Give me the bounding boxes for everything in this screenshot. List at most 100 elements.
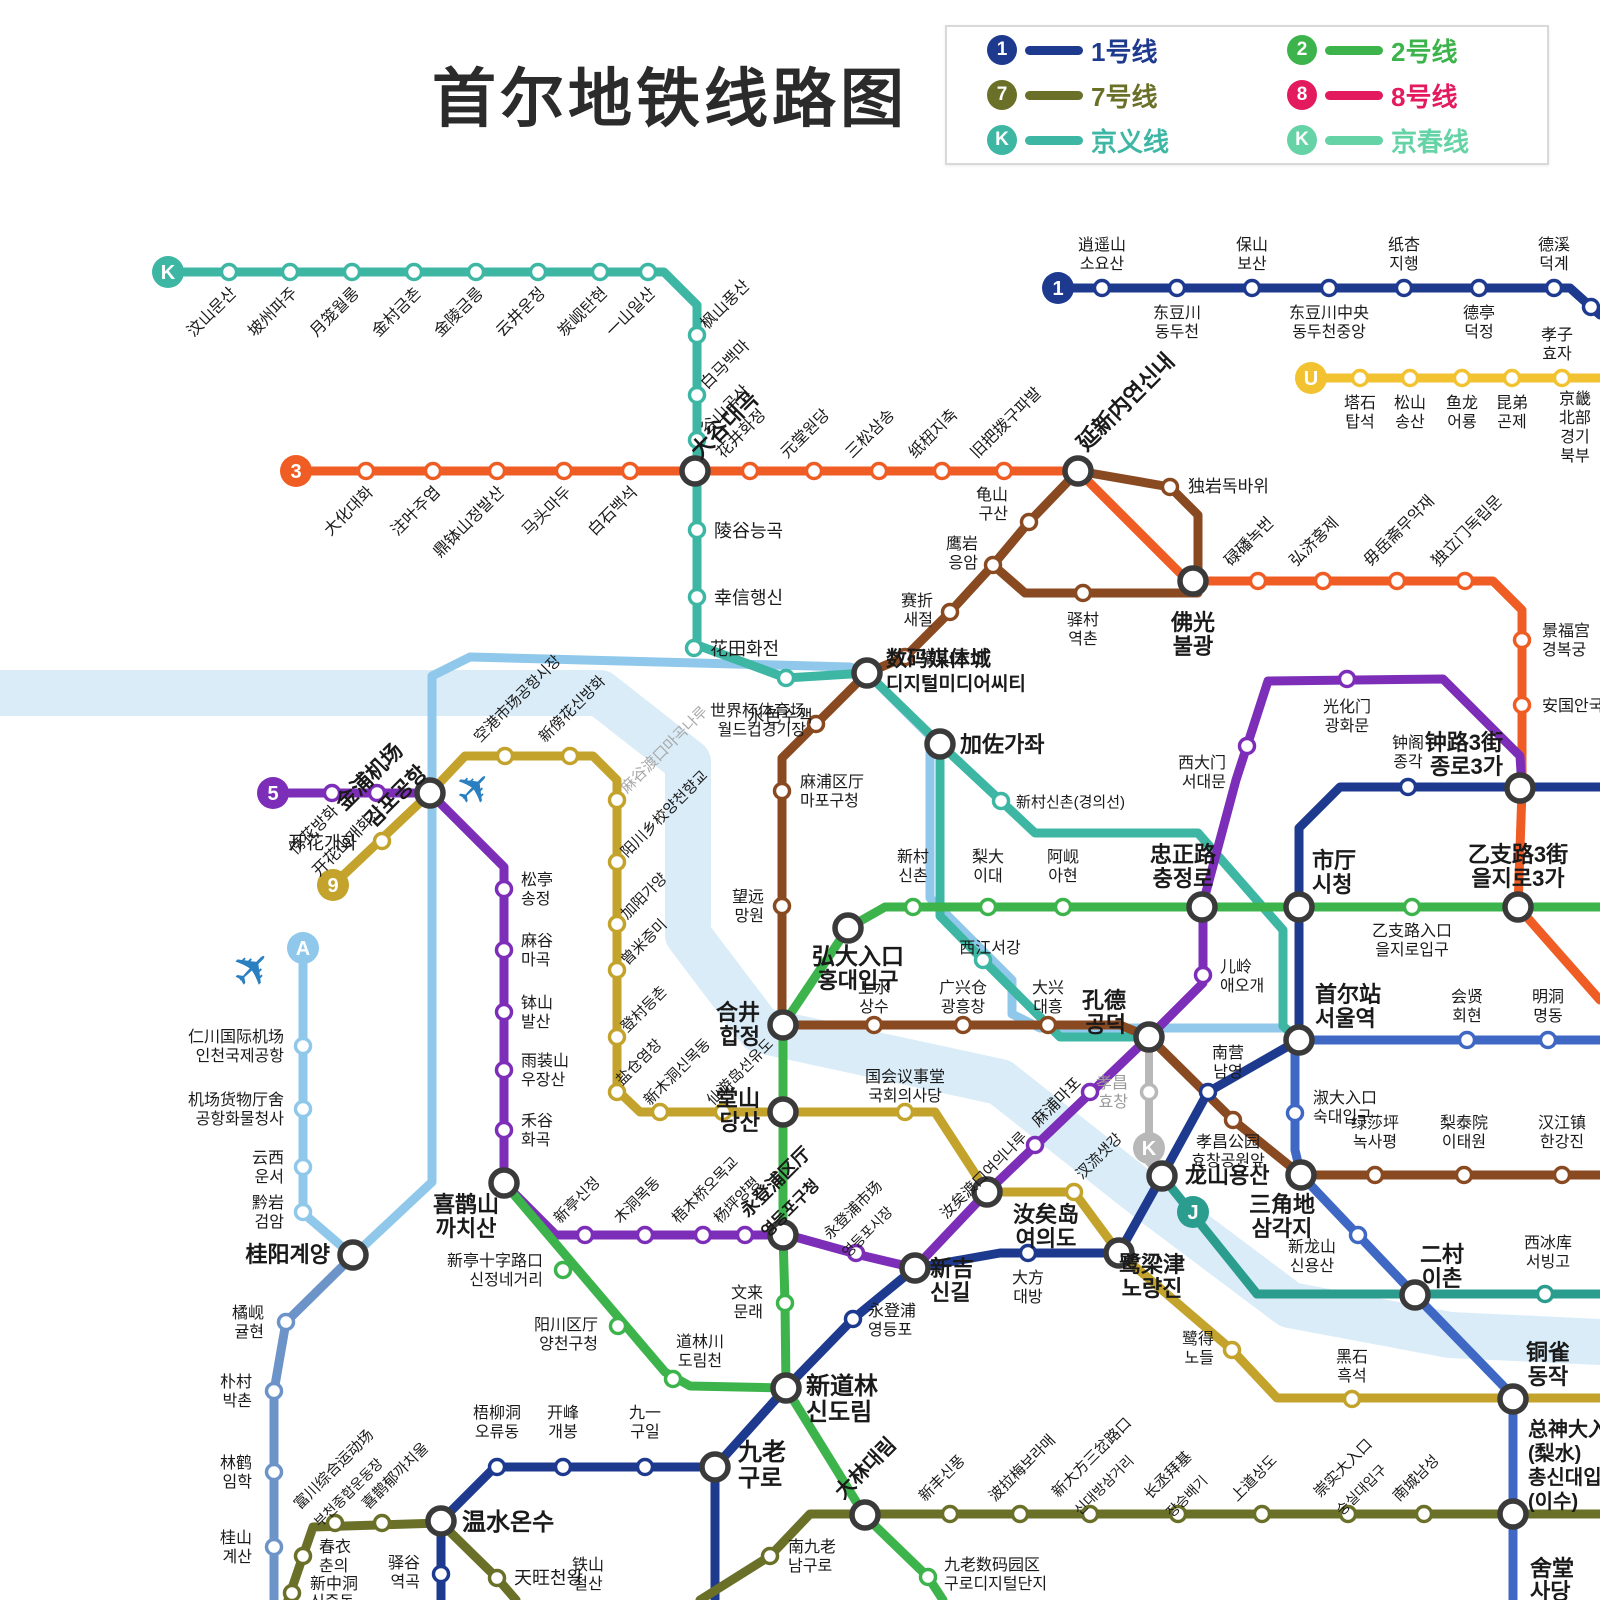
station-marker[interactable] — [528, 262, 548, 282]
station-marker[interactable] — [650, 1102, 670, 1122]
transfer-station-marker[interactable] — [1283, 1024, 1315, 1056]
station-marker[interactable] — [973, 950, 993, 970]
transfer-station-marker[interactable] — [832, 912, 864, 944]
station-marker[interactable] — [607, 960, 627, 980]
station-marker[interactable] — [607, 1082, 627, 1102]
transfer-station-marker[interactable] — [414, 777, 446, 809]
transfer-station-marker[interactable] — [1186, 891, 1218, 923]
transfer-station-marker[interactable] — [770, 1372, 802, 1404]
station-marker[interactable] — [1350, 368, 1370, 388]
station-marker[interactable] — [1073, 583, 1093, 603]
station-marker[interactable] — [1348, 1225, 1368, 1245]
station-marker[interactable] — [1342, 1389, 1362, 1409]
station-marker[interactable] — [1535, 1284, 1555, 1304]
transfer-station-marker[interactable] — [899, 1252, 931, 1284]
station-marker[interactable] — [1502, 368, 1522, 388]
station-marker[interactable] — [293, 1546, 313, 1566]
station-marker[interactable] — [1469, 278, 1489, 298]
station-marker[interactable] — [776, 668, 796, 688]
station-marker[interactable] — [293, 1036, 313, 1056]
transfer-station-marker[interactable] — [1285, 1159, 1317, 1191]
station-marker[interactable] — [1319, 278, 1339, 298]
station-marker[interactable] — [553, 1457, 573, 1477]
station-marker[interactable] — [687, 325, 707, 345]
station-marker[interactable] — [1457, 1030, 1477, 1050]
station-marker[interactable] — [431, 1564, 451, 1584]
station-marker[interactable] — [687, 520, 707, 540]
station-marker[interactable] — [487, 461, 507, 481]
station-marker[interactable] — [635, 1225, 655, 1245]
station-marker[interactable] — [466, 262, 486, 282]
station-marker[interactable] — [1544, 278, 1564, 298]
station-marker[interactable] — [1053, 897, 1073, 917]
station-marker[interactable] — [869, 461, 889, 481]
station-marker[interactable] — [1064, 1182, 1084, 1202]
transfer-station-marker[interactable] — [849, 1499, 881, 1531]
transfer-station-marker[interactable] — [1399, 1279, 1431, 1311]
station-marker[interactable] — [1167, 278, 1187, 298]
transfer-station-marker[interactable] — [1133, 1021, 1165, 1053]
station-marker[interactable] — [1223, 1110, 1243, 1130]
station-marker[interactable] — [1365, 1165, 1385, 1185]
station-marker[interactable] — [713, 1102, 733, 1122]
transfer-station-marker[interactable] — [924, 728, 956, 760]
station-marker[interactable] — [1552, 1165, 1572, 1185]
station-marker[interactable] — [1248, 571, 1268, 591]
station-marker[interactable] — [1080, 1504, 1100, 1524]
station-marker[interactable] — [1193, 965, 1213, 985]
transfer-station-marker[interactable] — [699, 1451, 731, 1483]
station-marker[interactable] — [918, 1567, 938, 1587]
station-marker[interactable] — [940, 1504, 960, 1524]
station-marker[interactable] — [895, 1102, 915, 1122]
station-marker[interactable] — [693, 1225, 713, 1245]
station-marker[interactable] — [1455, 571, 1475, 591]
station-marker[interactable] — [325, 1513, 345, 1533]
station-marker[interactable] — [494, 1002, 514, 1022]
transfer-station-marker[interactable] — [1502, 891, 1534, 923]
station-marker[interactable] — [372, 831, 392, 851]
station-marker[interactable] — [264, 1537, 284, 1557]
station-marker[interactable] — [687, 430, 707, 450]
station-marker[interactable] — [932, 461, 952, 481]
station-marker[interactable] — [1452, 368, 1472, 388]
station-marker[interactable] — [806, 714, 826, 734]
station-marker[interactable] — [1139, 1082, 1159, 1102]
station-marker[interactable] — [687, 587, 707, 607]
station-marker[interactable] — [494, 1060, 514, 1080]
transfer-station-marker[interactable] — [1497, 1498, 1529, 1530]
station-marker[interactable] — [1222, 1340, 1242, 1360]
station-marker[interactable] — [264, 1381, 284, 1401]
station-marker[interactable] — [1038, 1015, 1058, 1035]
station-marker[interactable] — [575, 1225, 595, 1245]
station-marker[interactable] — [775, 1293, 795, 1313]
station-marker[interactable] — [554, 461, 574, 481]
station-marker[interactable] — [282, 1583, 302, 1600]
station-marker[interactable] — [590, 262, 610, 282]
station-marker[interactable] — [293, 1099, 313, 1119]
station-marker[interactable] — [1400, 368, 1420, 388]
station-marker[interactable] — [494, 1120, 514, 1140]
station-marker[interactable] — [620, 461, 640, 481]
station-marker[interactable] — [1313, 571, 1333, 591]
transfer-station-marker[interactable] — [1103, 1237, 1135, 1269]
transfer-station-marker[interactable] — [767, 1096, 799, 1128]
station-marker[interactable] — [760, 1546, 780, 1566]
station-marker[interactable] — [1538, 1030, 1558, 1050]
transfer-station-marker[interactable] — [767, 1009, 799, 1041]
station-marker[interactable] — [342, 262, 362, 282]
station-marker[interactable] — [372, 1513, 392, 1533]
station-marker[interactable] — [607, 852, 627, 872]
station-marker[interactable] — [1252, 1504, 1272, 1524]
station-marker[interactable] — [276, 1312, 296, 1332]
transfer-station-marker[interactable] — [767, 1219, 799, 1251]
station-marker[interactable] — [804, 461, 824, 481]
station-marker[interactable] — [687, 385, 707, 405]
station-marker[interactable] — [494, 940, 514, 960]
station-marker[interactable] — [983, 555, 1003, 575]
station-marker[interactable] — [1237, 736, 1257, 756]
station-marker[interactable] — [843, 1309, 863, 1329]
station-marker[interactable] — [495, 746, 515, 766]
transfer-station-marker[interactable] — [1062, 455, 1094, 487]
station-marker[interactable] — [1198, 1082, 1218, 1102]
